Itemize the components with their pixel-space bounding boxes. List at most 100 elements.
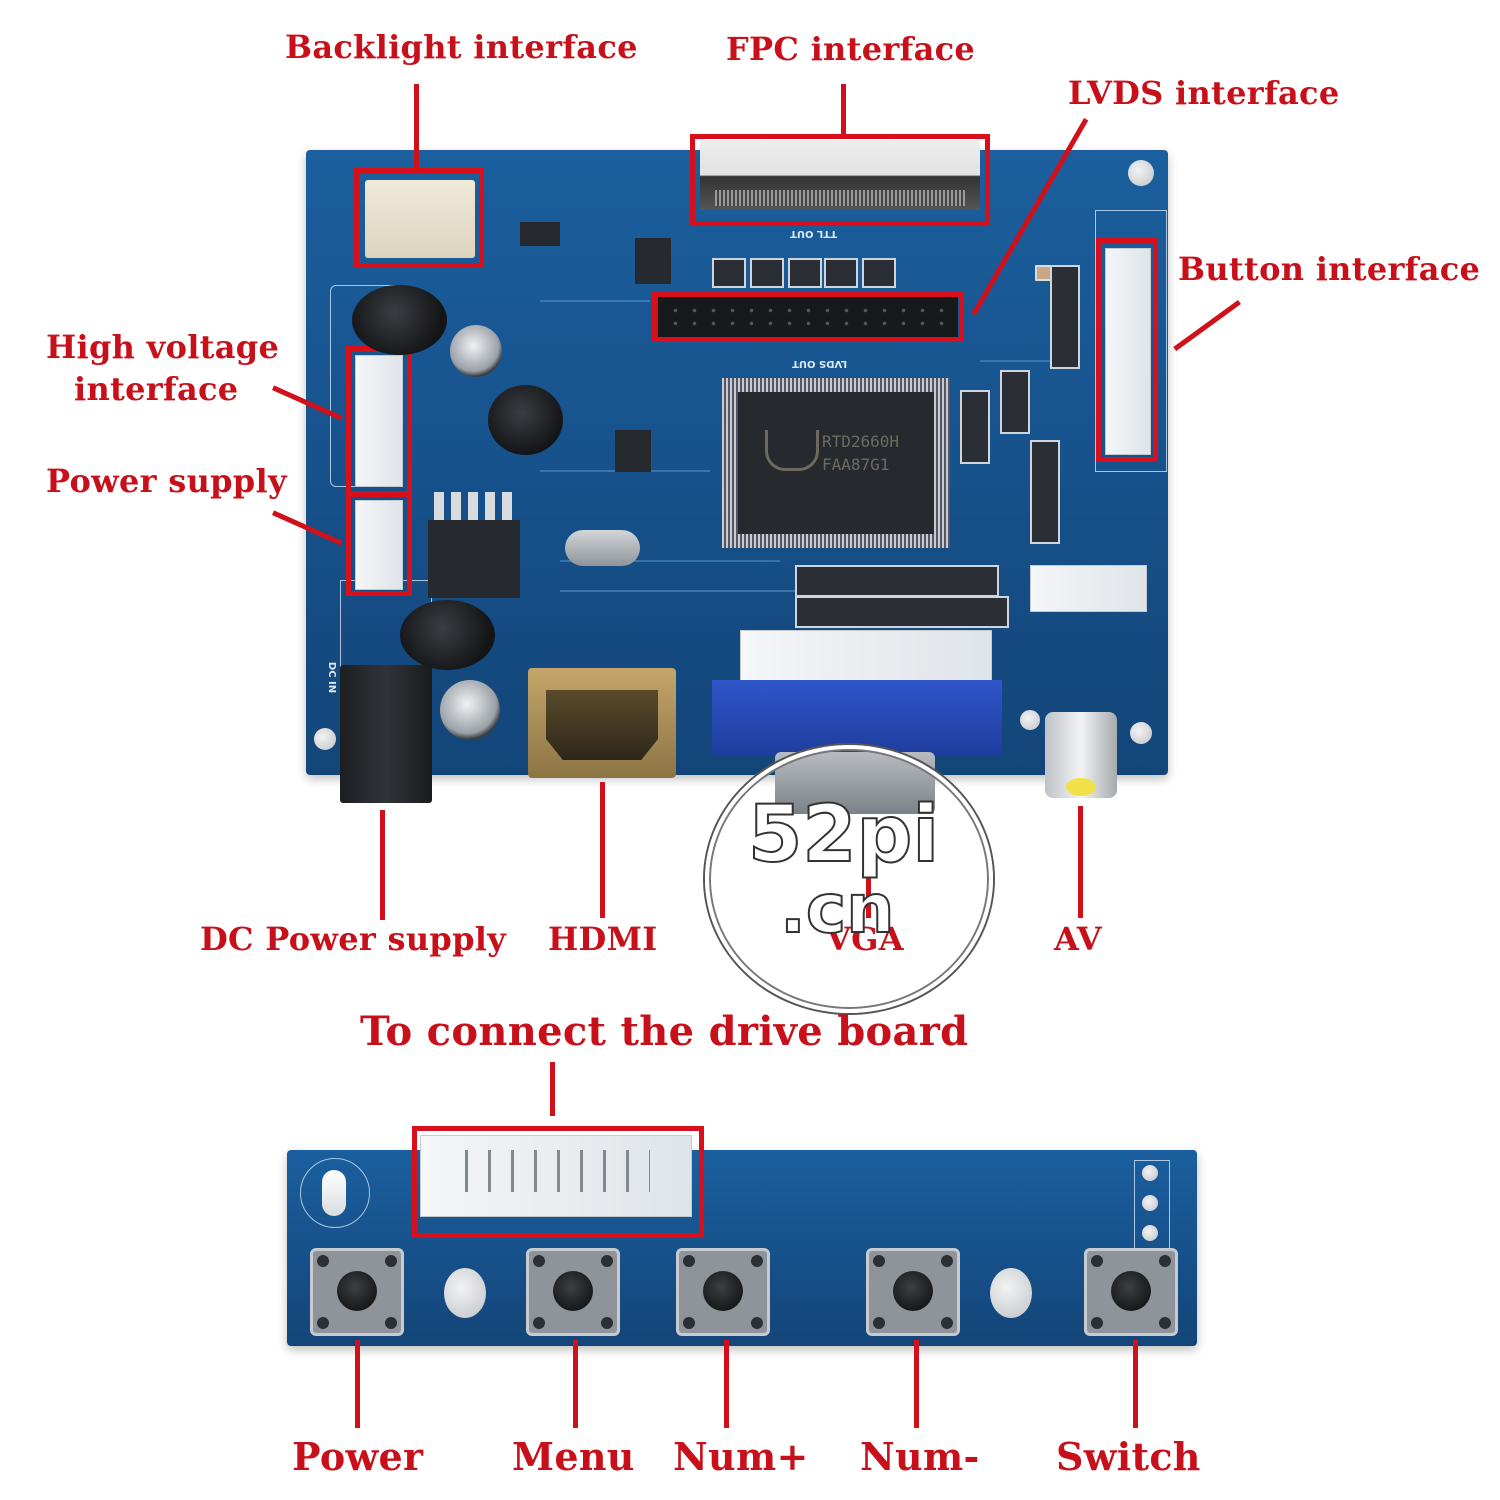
electrolytic-capacitor	[440, 680, 500, 740]
backlight-highlight-box	[354, 168, 484, 268]
resistor-network	[862, 258, 896, 288]
led-outline	[300, 1158, 370, 1228]
button-knob	[553, 1271, 593, 1311]
button-knob	[703, 1271, 743, 1311]
dc-power-jack	[340, 665, 432, 803]
small-connector	[1030, 565, 1147, 612]
mount-hole	[444, 1268, 486, 1318]
leader-num-plus	[724, 1340, 729, 1428]
small-ic	[615, 430, 651, 472]
chip-logo-icon	[765, 430, 819, 471]
label-connect-drive-board: To connect the drive board	[360, 1008, 969, 1055]
resistor-array	[795, 596, 1009, 628]
leader-connect-drive-board	[550, 1062, 555, 1116]
label-num-plus: Num+	[673, 1434, 809, 1479]
lvds-highlight-box	[652, 292, 964, 342]
small-ic	[520, 222, 560, 246]
leader-num-minus	[914, 1340, 919, 1428]
label-menu: Menu	[512, 1434, 635, 1479]
label-switch: Switch	[1056, 1434, 1201, 1479]
mount-hole	[990, 1268, 1032, 1318]
label-power: Power	[292, 1434, 424, 1479]
num-plus-button[interactable]	[676, 1248, 770, 1336]
electrolytic-capacitor	[450, 325, 502, 377]
lvds-header-pins	[666, 304, 950, 330]
resistor-network	[1030, 440, 1060, 544]
watermark-circle	[705, 745, 993, 1013]
led-indicator	[322, 1170, 346, 1216]
pcb-trace	[980, 360, 1080, 362]
watermark-text-line1: 52pi	[747, 789, 940, 881]
resistor-network	[960, 390, 990, 464]
mount-hole	[1020, 710, 1040, 730]
label-dc-power-supply: DC Power supply	[200, 920, 507, 958]
chip-marking-line2: FAA87G1	[822, 455, 890, 474]
resistor-network	[712, 258, 746, 288]
drive-board-connector-pins	[465, 1150, 650, 1192]
small-ic	[635, 238, 671, 284]
vga-port	[712, 680, 1002, 755]
resistor-network	[788, 258, 822, 288]
leader-backlight	[414, 84, 419, 170]
mount-hole	[314, 728, 336, 750]
ttl-out-silk: TTL OUT	[790, 228, 838, 239]
resistor-network	[750, 258, 784, 288]
label-high-voltage-line2: interface	[74, 370, 239, 408]
pcb-trace	[560, 560, 780, 562]
label-high-voltage-line1: High voltage	[46, 328, 280, 366]
leader-av	[1078, 806, 1083, 918]
leader-power	[355, 1340, 360, 1428]
watermark-text-line2: .cn	[779, 869, 896, 950]
voltage-regulator	[428, 520, 520, 598]
leader-dc-power	[380, 810, 385, 920]
high-voltage-connector	[355, 355, 403, 487]
switch-button[interactable]	[1084, 1248, 1178, 1336]
dc-in-silk: DC IN	[326, 661, 338, 694]
silk-outline	[1095, 210, 1167, 472]
keypad-connector	[740, 630, 992, 682]
button-interface-highlight-box	[1096, 238, 1158, 462]
drive-board-connector-highlight-box	[412, 1126, 704, 1238]
button-interface-connector	[1105, 248, 1151, 455]
button-knob	[893, 1271, 933, 1311]
inductor	[488, 385, 563, 455]
leader-fpc	[841, 84, 846, 134]
inductor	[400, 600, 495, 670]
jumper-pad	[1142, 1225, 1158, 1241]
fpc-highlight-box	[690, 134, 990, 226]
label-power-supply: Power supply	[46, 462, 287, 500]
power-supply-connector	[355, 500, 403, 590]
leader-menu	[573, 1340, 578, 1428]
pcb-trace	[560, 590, 800, 592]
resistor-network	[1000, 370, 1030, 434]
resistor-network	[1050, 265, 1080, 369]
regulator-pins	[434, 492, 514, 520]
jumper-pad	[1142, 1195, 1158, 1211]
power-supply-highlight-box	[346, 492, 412, 596]
backlight-connector	[365, 180, 475, 258]
label-av: AV	[1054, 920, 1102, 958]
hdmi-port-opening	[546, 690, 658, 760]
button-knob	[1111, 1271, 1151, 1311]
av-jack-center	[1066, 778, 1096, 796]
fpc-pins	[715, 190, 965, 206]
high-voltage-highlight-box	[346, 346, 412, 496]
label-backlight-interface: Backlight interface	[285, 28, 638, 66]
label-num-minus: Num-	[860, 1434, 980, 1479]
jumper-pad	[1142, 1165, 1158, 1181]
chip-marking-line1: RTD2660H	[822, 432, 900, 451]
label-hdmi: HDMI	[548, 920, 658, 958]
crystal	[565, 530, 640, 566]
button-knob	[337, 1271, 377, 1311]
label-lvds-interface: LVDS interface	[1068, 74, 1340, 112]
resistor-network	[824, 258, 858, 288]
lvds-out-silk: LVDS OUT	[792, 358, 848, 369]
label-button-interface: Button interface	[1178, 250, 1481, 288]
leader-hdmi	[600, 782, 605, 918]
num-minus-button[interactable]	[866, 1248, 960, 1336]
menu-button[interactable]	[526, 1248, 620, 1336]
pcb-trace	[540, 300, 650, 302]
mount-hole	[1130, 722, 1152, 744]
power-button[interactable]	[310, 1248, 404, 1336]
